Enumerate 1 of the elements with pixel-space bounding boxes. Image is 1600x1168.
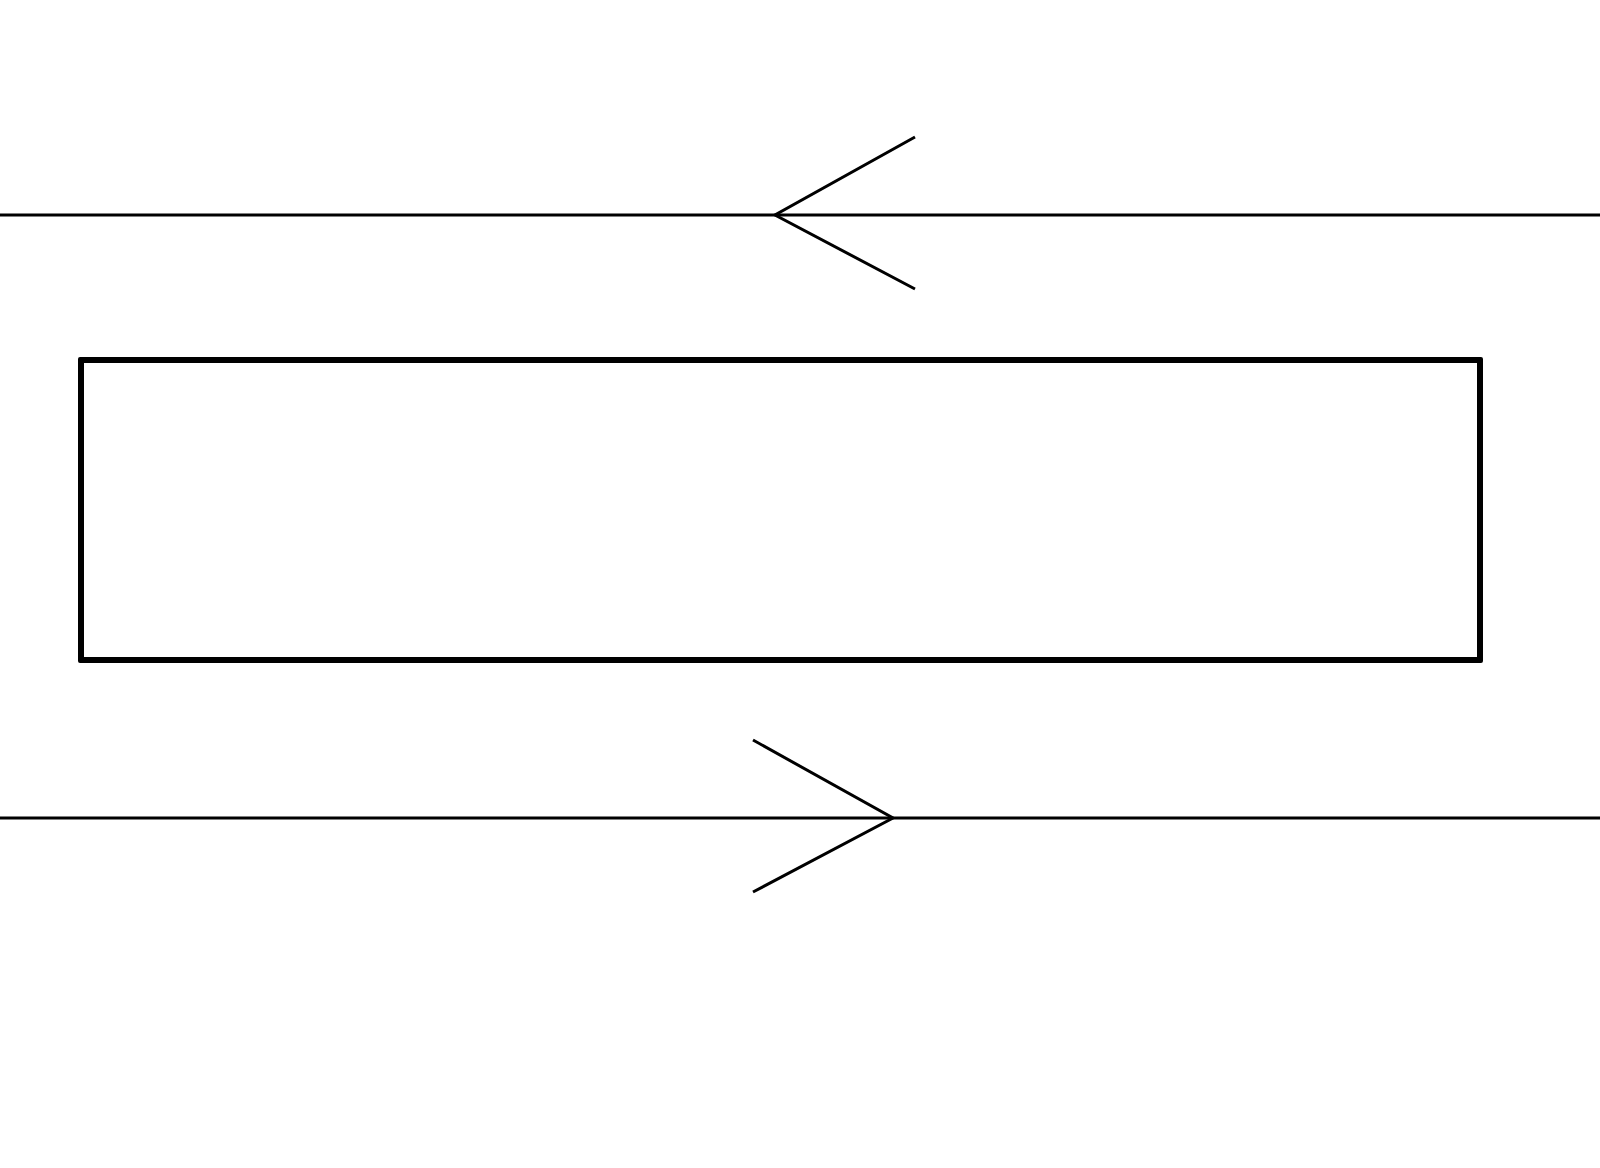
rectangle-box [78,357,1483,663]
